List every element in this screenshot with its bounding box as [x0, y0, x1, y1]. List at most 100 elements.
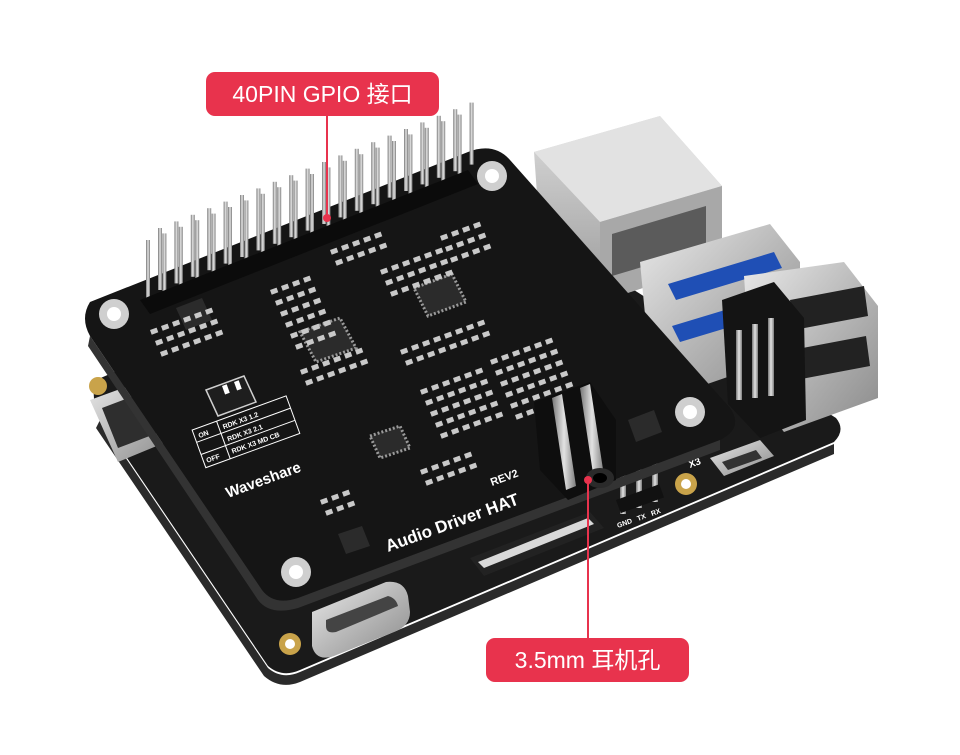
gpio-pin — [338, 155, 343, 218]
smd-pad — [308, 286, 317, 294]
smd-pad — [490, 400, 499, 408]
smd-pad — [468, 408, 477, 416]
gpio-pin — [375, 147, 380, 210]
smd-pad — [501, 353, 510, 361]
smd-pad — [333, 355, 342, 363]
smd-pad — [434, 273, 443, 281]
smd-pad — [187, 326, 197, 334]
smd-pad — [532, 393, 541, 401]
smd-pad — [307, 312, 316, 320]
smd-pad — [297, 290, 306, 298]
smd-pad — [440, 431, 449, 439]
smd-pad — [472, 247, 481, 255]
smd-pad — [534, 341, 543, 349]
smd-pad — [342, 489, 351, 497]
smd-pad — [452, 401, 461, 409]
smd-pad — [303, 275, 312, 283]
black-header-icon — [722, 282, 806, 438]
smd-pad — [506, 364, 515, 372]
smd-pad — [322, 359, 331, 367]
smd-pad — [475, 367, 484, 375]
smd-pad — [538, 378, 547, 386]
smd-pad — [320, 497, 329, 505]
smd-pad — [471, 334, 480, 342]
smd-pad — [281, 283, 290, 291]
smd-pad — [323, 319, 332, 327]
gpio-pin — [289, 175, 294, 238]
gpio-pin — [469, 102, 474, 165]
gpio-pin — [310, 174, 314, 236]
smd-pad — [209, 318, 219, 326]
smd-pad — [482, 330, 491, 338]
smd-pad — [451, 229, 460, 237]
gpio-pin — [326, 167, 331, 230]
gpio-pin — [342, 160, 347, 223]
smd-pad — [310, 363, 320, 371]
smd-pad — [444, 331, 453, 339]
smd-pad — [469, 462, 478, 470]
smd-pad — [305, 378, 314, 386]
smd-pad — [430, 409, 439, 417]
dip-switch-icon — [204, 375, 258, 417]
smd-pad — [165, 334, 175, 342]
smd-pad — [435, 247, 444, 255]
smd-pad — [182, 341, 191, 349]
smd-pad — [528, 356, 537, 364]
smd-pad — [544, 363, 553, 371]
smd-pad — [483, 243, 492, 251]
smd-pad — [270, 287, 279, 295]
smd-pad — [285, 320, 294, 328]
smd-pad — [420, 387, 429, 395]
smd-pad — [347, 500, 356, 508]
gpio-pin — [404, 129, 408, 191]
uart-rx-label: RX — [650, 508, 662, 518]
smd-pad — [422, 339, 431, 347]
smd-pad — [461, 251, 470, 259]
gpio-pin — [420, 122, 425, 185]
smd-pad — [291, 305, 300, 313]
smd-pad — [379, 242, 388, 250]
smd-pad — [327, 370, 336, 378]
gpio-pin — [457, 114, 462, 177]
usb-c-port-icon — [312, 581, 410, 658]
smd-pad — [467, 236, 476, 244]
smd-pad — [286, 294, 295, 302]
smd-pad — [526, 408, 535, 416]
gpio-pin — [392, 141, 396, 203]
smd-pad — [477, 319, 486, 327]
smd-pad — [336, 504, 345, 512]
smd-pad — [446, 416, 455, 424]
smd-pad — [306, 338, 315, 346]
smd-pad — [420, 467, 429, 475]
smd-pad — [331, 493, 340, 501]
gpio-pin — [322, 162, 326, 224]
uart-header-icon — [616, 458, 665, 514]
smd-pad — [450, 255, 459, 263]
smd-pad — [442, 459, 451, 467]
gpio-pin — [178, 226, 183, 289]
smd-pad — [466, 323, 475, 331]
smd-pad — [335, 258, 344, 266]
gpio-pin — [195, 220, 200, 283]
smd-pad — [411, 343, 420, 351]
smd-pad — [214, 329, 224, 337]
smd-pad — [464, 371, 473, 379]
gpio-pin — [207, 208, 212, 271]
smd-pad — [400, 347, 409, 355]
hat-mounting-hole-icon — [99, 161, 705, 587]
smd-pad — [390, 289, 399, 297]
smd-pad — [171, 319, 181, 327]
smd-pad — [440, 258, 449, 266]
smd-pad — [292, 279, 301, 287]
smd-pad — [479, 404, 488, 412]
gpio-pin — [272, 181, 277, 244]
smd-pad — [457, 412, 466, 420]
smd-pad — [290, 331, 299, 339]
smd-pad — [453, 455, 462, 463]
smd-pad — [469, 382, 478, 390]
smd-pad — [543, 389, 552, 397]
fpc-connector-icon — [470, 512, 604, 576]
smd-pad — [505, 390, 514, 398]
gpio-pin — [240, 195, 244, 257]
